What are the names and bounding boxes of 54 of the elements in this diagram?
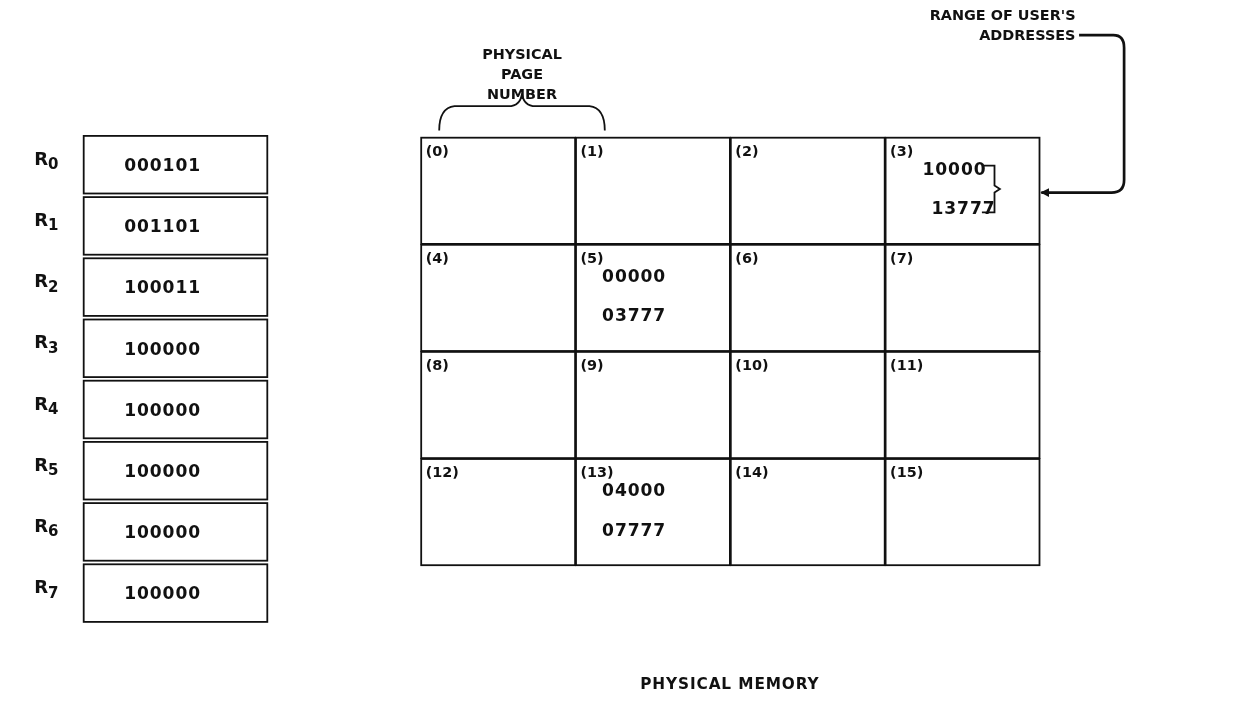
address-value: 03777 (602, 305, 667, 325)
page-number: (0) (425, 142, 449, 160)
page-number: (8) (425, 356, 449, 374)
memory-page-cell (420, 458, 576, 567)
bracket-label: PHYSICAL PAGE NUMBER (481, 45, 563, 105)
register-box: 100000 (82, 441, 269, 501)
memory-page-cell (884, 458, 1041, 567)
address-value: 10000 (922, 158, 987, 179)
page-number: (7) (890, 249, 914, 267)
note-text: RANGE OF USER'S ADDRESSES (877, 5, 1076, 45)
register-label: R$_{1}$ (34, 208, 59, 234)
register-label: R$_{4}$ (34, 392, 59, 418)
page-number: (13) (580, 463, 614, 481)
register-label: R$_{6}$ (34, 514, 59, 540)
register-label: R$_{7}$ (34, 576, 59, 602)
memory-page-cell (420, 243, 576, 352)
address-value: 00000 (602, 265, 667, 286)
page-number: (6) (735, 249, 759, 267)
address-value: 04000 (602, 479, 667, 500)
page-number: (15) (890, 463, 924, 481)
arrow (1040, 33, 1126, 198)
register-box: 001101 (82, 196, 269, 256)
register-box: 100000 (82, 318, 269, 378)
page-number: (11) (890, 356, 924, 374)
register-label: R$_{0}$ (34, 147, 59, 173)
page-number: (2) (735, 142, 759, 160)
address-value: 13777 (931, 198, 996, 218)
address-value: 07777 (602, 519, 667, 540)
memory-page-cell (420, 351, 576, 459)
node-label: PHYSICAL MEMORY (639, 675, 821, 693)
register-label: R$_{3}$ (34, 331, 59, 357)
memory-page-cell (729, 458, 886, 567)
memory-page-cell (884, 136, 1041, 245)
page-number: (12) (425, 463, 459, 481)
page-number: (9) (580, 356, 604, 374)
page-number: (5) (580, 249, 604, 267)
memory-page-cell (729, 136, 886, 245)
memory-page-cell (884, 243, 1041, 352)
page-number: (10) (735, 356, 769, 374)
register-box: 100000 (82, 563, 269, 623)
register-box: 100000 (82, 379, 269, 440)
register-label: R$_{2}$ (34, 270, 59, 296)
register-label: R$_{5}$ (34, 453, 59, 479)
page-number: (4) (425, 249, 449, 267)
page-number: (1) (580, 142, 604, 160)
register-box: 100011 (82, 257, 269, 317)
memory-page-cell (420, 136, 576, 245)
page-number: (3) (890, 142, 914, 160)
memory-page-cell (884, 351, 1041, 459)
memory-page-cell (729, 351, 886, 459)
register-box: 000101 (82, 135, 269, 195)
page-number: (14) (735, 463, 769, 481)
register-box: 100000 (82, 502, 269, 562)
memory-page-cell (729, 243, 886, 352)
